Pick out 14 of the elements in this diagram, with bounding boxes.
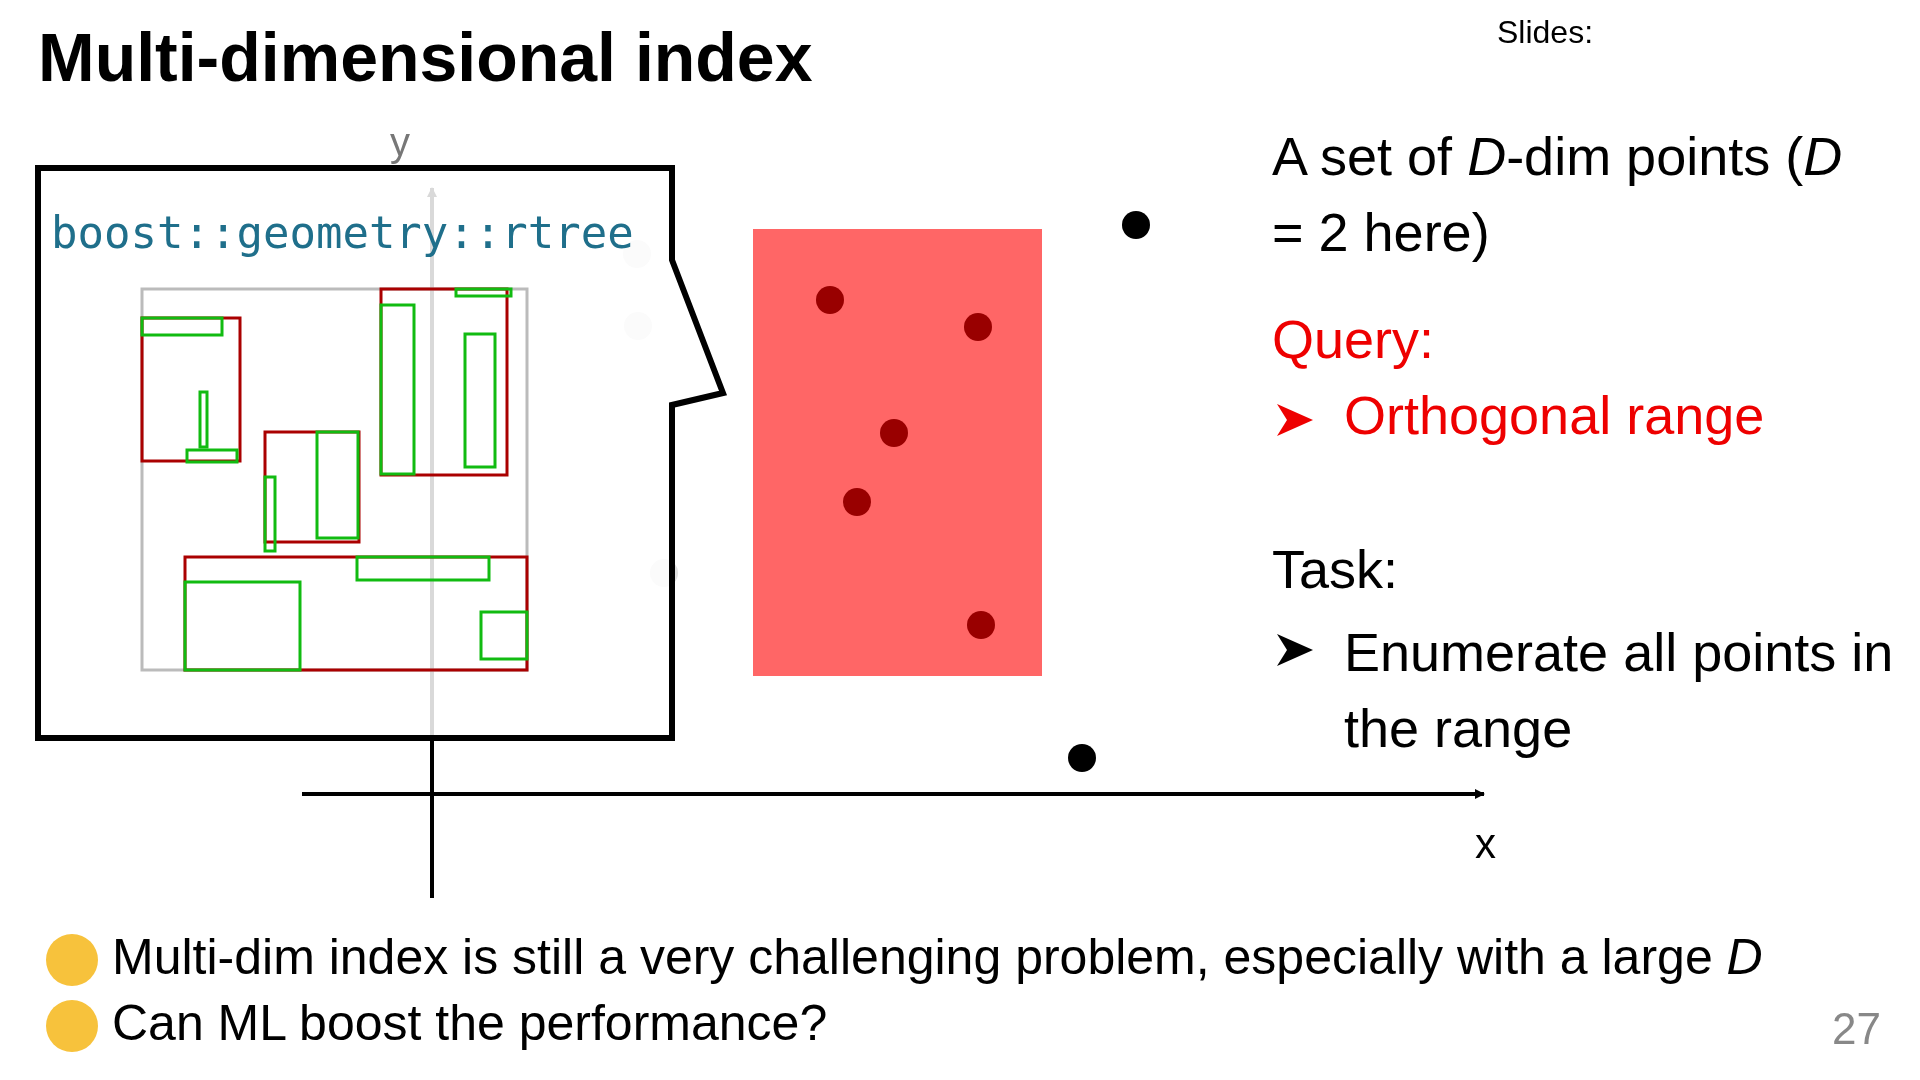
note-text: Can ML boost the performance? — [112, 994, 828, 1052]
bullet-text: Enumerate all points in the range — [1344, 621, 1895, 760]
code-text: boost::geometry::rtree — [51, 207, 634, 258]
speech-bubble — [35, 165, 727, 743]
note-text: Multi-dim index is still a very challenging problem, especially with a large D — [112, 928, 1763, 986]
section-heading: Query: — [1272, 308, 1435, 370]
description-text: A set of D-dim points (D = 2 here) — [1272, 125, 1844, 264]
section-heading: Task: — [1272, 538, 1399, 600]
axis-label: y — [390, 120, 410, 165]
page-number: 27 — [1832, 1004, 1881, 1054]
bullet-text: Orthogonal range — [1344, 384, 1765, 446]
slide-title: Multi-dimensional index — [38, 18, 813, 96]
axis-label: x — [1475, 820, 1496, 868]
slides-link-label: Slides: — [1497, 14, 1594, 51]
